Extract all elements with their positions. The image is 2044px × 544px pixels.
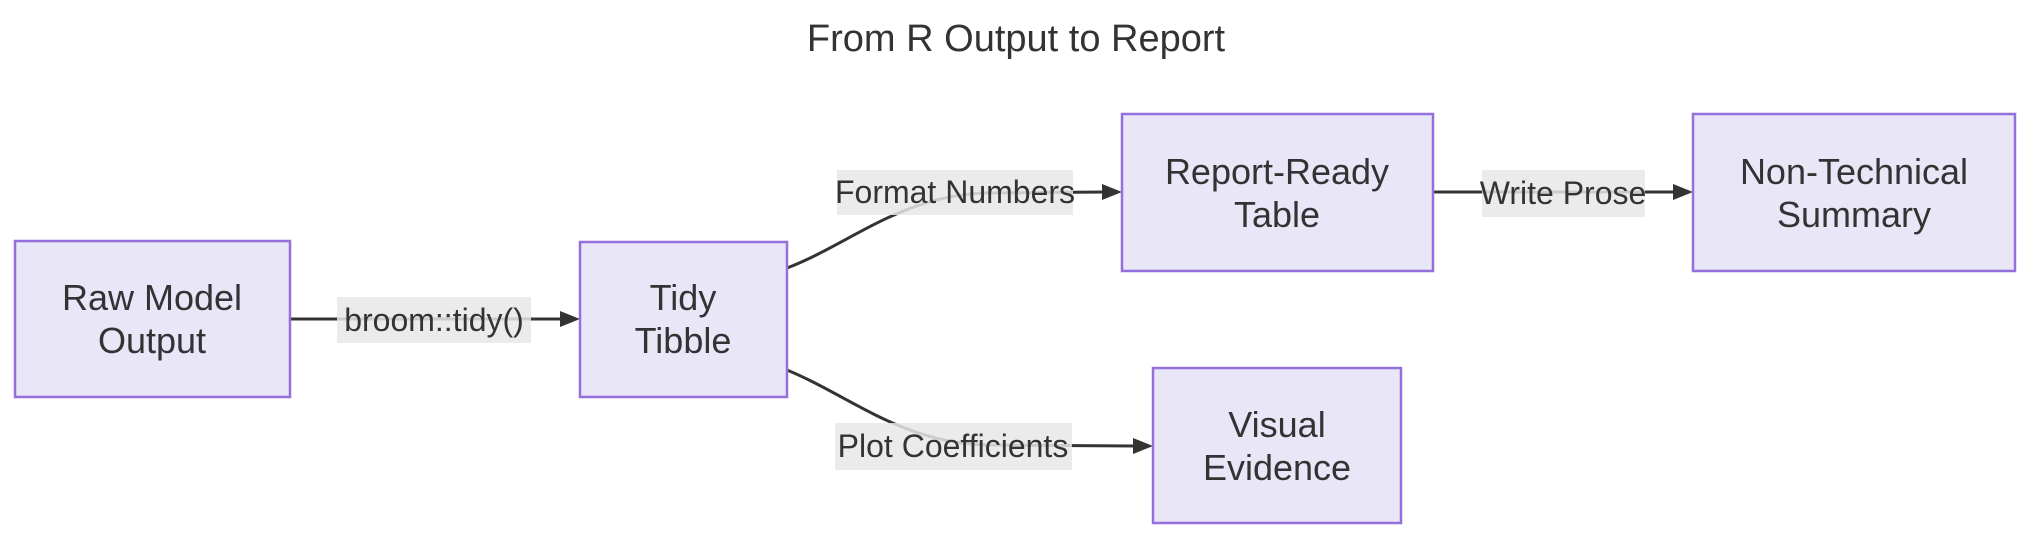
edge-label-background: [837, 170, 1073, 215]
node-box: [1151, 366, 1403, 525]
node-label: Summary: [1777, 194, 1931, 235]
node-label: Visual: [1228, 404, 1325, 445]
node-label: Table: [1234, 194, 1320, 235]
node-report-ready-table: Report-Ready Table: [1120, 112, 1435, 273]
edge-label-background: [835, 423, 1072, 470]
node-box: [578, 240, 789, 399]
edge-label-text: Plot Coefficients: [838, 428, 1069, 464]
edge-label-text: Write Prose: [1480, 175, 1647, 211]
node-tidy-tibble: Tidy Tibble: [578, 240, 789, 399]
node-label: Output: [98, 320, 206, 361]
node-label: Tibble: [635, 320, 732, 361]
edge-label-broom-tidy: broom::tidy(): [337, 297, 531, 343]
node-label: Raw Model: [62, 277, 242, 318]
edge-label-format-numbers: Format Numbers: [835, 170, 1075, 215]
node-raw-model-output: Raw Model Output: [13, 239, 292, 399]
arrowhead-icon: [1673, 184, 1693, 200]
node-box: [1120, 112, 1435, 273]
edge-label-write-prose: Write Prose: [1480, 170, 1647, 217]
node-visual-evidence: Visual Evidence: [1151, 366, 1403, 525]
edge-label-background: [337, 297, 531, 343]
node-label: Non-Technical: [1740, 151, 1968, 192]
node-non-technical-summary: Non-Technical Summary: [1691, 112, 2017, 273]
node-label: Evidence: [1203, 447, 1351, 488]
edge-label-text: Format Numbers: [835, 174, 1075, 210]
node-label: Report-Ready: [1165, 151, 1389, 192]
node-box: [13, 239, 292, 399]
edge-label-plot-coefficients: Plot Coefficients: [835, 423, 1072, 470]
edge-label-background: [1482, 170, 1645, 217]
edge-label-text: broom::tidy(): [344, 302, 524, 338]
arrowhead-icon: [560, 311, 580, 327]
arrowhead-icon: [1133, 438, 1153, 454]
node-label: Tidy: [650, 277, 717, 318]
arrowhead-icon: [1102, 184, 1122, 200]
node-box: [1691, 112, 2017, 273]
diagram-title: From R Output to Report: [807, 18, 1226, 60]
